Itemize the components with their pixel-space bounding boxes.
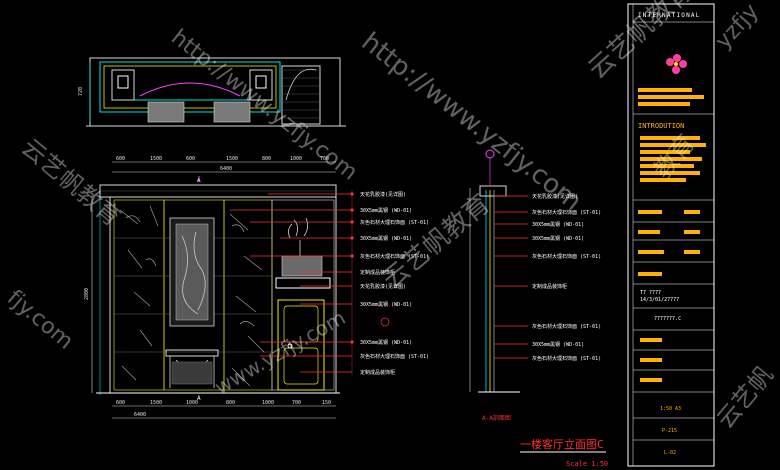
callout-main-8: 30X5mm黑钢 (WD-01)	[360, 301, 412, 308]
intro-heading: INTRODUTION	[638, 122, 684, 130]
callout-main-2: 30X5mm黑钢 (WD-01)	[360, 207, 412, 214]
callout-main-1: 天花乳胶漆(见详图)	[360, 191, 406, 198]
callout-section-9: 灰色石材大理石饰面 (ST-01)	[532, 355, 601, 362]
watermark-brand-1: 云艺帆教育	[583, 0, 700, 85]
watermark-corner-1: yzfjy	[711, 0, 764, 54]
bottom-dim-4: 800	[226, 400, 235, 406]
sheet-scale: 1:50 A3	[660, 406, 681, 412]
callout-section-3: 30X5mm黑钢 (WD-01)	[532, 221, 584, 228]
top-dim-1: 600	[116, 156, 125, 162]
bottom-dim-3: 1000	[186, 400, 198, 406]
overall-width-top: 6400	[220, 166, 232, 172]
watermark-brand-2: 云艺帆教育	[16, 133, 126, 232]
code-line: T7 7777	[640, 290, 661, 296]
top-dim-3: 600	[186, 156, 195, 162]
main-elevation: 600 1500 600 1500 800 1000 700 6400 A	[84, 156, 429, 419]
callout-section-5: 灰色石材大理石饰面 (ST-01)	[532, 253, 601, 260]
bottom-dim-1: 600	[116, 400, 125, 406]
section-marker-bottom: A	[197, 395, 201, 402]
bottom-dim-5: 1000	[262, 400, 274, 406]
height-dim: 2800	[84, 288, 90, 300]
callout-main-7: 天花乳胶漆(见详图)	[360, 283, 406, 290]
top-dim-4: 1500	[226, 156, 238, 162]
top-dim-5: 800	[262, 156, 271, 162]
watermark-layer: http://www.yzfjy.com 云艺帆教育 http://www.yz…	[2, 0, 779, 434]
top-dim-6: 1000	[290, 156, 302, 162]
callout-section-8: 30X5mm黑钢 (WD-01)	[532, 341, 584, 348]
sheet-number: L-02	[664, 450, 676, 456]
callout-main-10: 灰色石材大理石饰面 (ST-01)	[360, 353, 429, 360]
watermark-url-4: fjy.com	[2, 285, 78, 354]
sheet-title-block: INTERNATIONAL INTRODUTION T	[627, 3, 715, 467]
watermark-url-1: http://www.yzfjy.com	[356, 27, 587, 217]
callout-section-1: 天花乳胶漆(见详图)	[532, 193, 578, 200]
company-logo	[666, 54, 687, 74]
watermark-brand-5: 云艺帆	[711, 361, 779, 434]
section-view: 天花乳胶漆(见详图) 灰色石材大理石饰面 (ST-01) 30X5mm黑钢 (W…	[469, 149, 601, 422]
section-label: A-A剖面图	[482, 414, 511, 422]
callout-section-4: 30X5mm黑钢 (WD-01)	[532, 235, 584, 242]
watermark-url-3: www.yzfjy.com	[211, 305, 350, 399]
plan-view: 720	[78, 57, 346, 127]
callout-section-7: 灰色石材大理石饰面 (ST-01)	[532, 323, 601, 330]
company-name: INTERNATIONAL	[638, 12, 701, 19]
callout-main-9: 30X5mm黑钢 (WD-01)	[360, 339, 412, 346]
plan-dimension: 720	[78, 87, 84, 96]
callout-main-11: 定制成品装饰柜	[360, 369, 395, 376]
callout-section-2: 灰色石材大理石饰面 (ST-01)	[532, 209, 601, 216]
bottom-dim-6: 700	[292, 400, 301, 406]
top-dim-7: 700	[320, 156, 329, 162]
bottom-dim-2: 1500	[150, 400, 162, 406]
callout-section-6: 定制成品装饰柜	[532, 283, 567, 290]
drawing-title: 一楼客厅立面图C	[520, 437, 604, 451]
drawing-number: P-215	[662, 428, 677, 434]
callout-main-5: 灰色石材大理石饰面 (ST-01)	[360, 253, 429, 260]
date-line: 14/3/01/27777	[640, 297, 679, 303]
callout-main-3: 灰色石材大理石饰面 (ST-01)	[360, 219, 429, 226]
callout-main-6: 定制成品装饰柜	[360, 269, 395, 276]
bottom-dim-7: 150	[322, 400, 331, 406]
note-line: 7777777.C	[654, 316, 681, 322]
top-dim-2: 1500	[150, 156, 162, 162]
drawing-scale: Scale 1:50	[566, 460, 608, 468]
overall-width-bottom: 6400	[134, 412, 146, 418]
watermark-brand-3: 云艺帆教育	[377, 189, 496, 296]
drawing-title-block: 一楼客厅立面图C Scale 1:50	[520, 437, 608, 468]
callout-main-4: 30X5mm黑钢 (WD-01)	[360, 235, 412, 242]
